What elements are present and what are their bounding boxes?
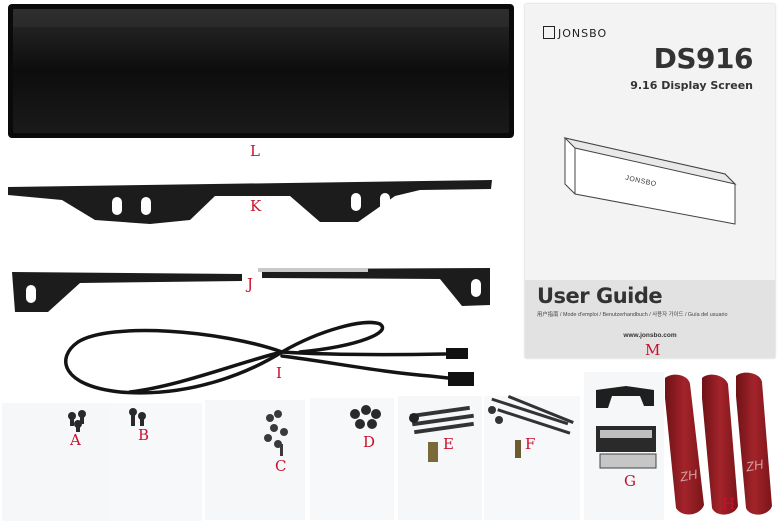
label-e: E	[443, 435, 454, 453]
model-title: DS916	[653, 42, 754, 75]
label-h: H	[722, 495, 736, 513]
label-k: K	[250, 197, 262, 215]
screws-c	[264, 410, 288, 456]
brand-mark-icon	[543, 26, 555, 39]
label-i: I	[276, 364, 282, 382]
label-a: A	[70, 431, 81, 449]
device-illustration	[563, 137, 737, 225]
label-c: C	[275, 457, 287, 475]
model-subtitle: 9.16 Display Screen	[630, 79, 753, 92]
bracket-j	[12, 268, 490, 312]
label-l: L	[250, 142, 260, 160]
screws-f	[488, 394, 574, 458]
guide-languages: 用户指南 / Mode d'emploi / Benutzerhandbuch …	[537, 312, 728, 318]
label-j: J	[247, 275, 254, 293]
label-g: G	[624, 472, 636, 490]
screws-b	[129, 408, 146, 426]
label-d: D	[363, 433, 376, 451]
display-panel	[8, 4, 514, 138]
website-url: www.jonsbo.com	[623, 332, 677, 339]
part-bags	[2, 372, 664, 521]
user-guide-manual: JONSBO DS916 9.16 Display Screen JONSBO …	[525, 4, 775, 358]
label-m: M	[645, 341, 661, 359]
clips-g	[596, 386, 657, 469]
cable-i	[64, 320, 474, 395]
guide-title: User Guide	[537, 284, 663, 308]
strip-mark-1: ZH	[678, 466, 699, 485]
guide-band	[525, 280, 775, 358]
screws-a	[68, 410, 86, 432]
bracket-k	[8, 180, 492, 224]
brand-logo: JONSBO	[543, 26, 607, 40]
standoffs-e	[409, 405, 474, 462]
adhesive-strips-h	[665, 372, 772, 515]
label-f: F	[525, 435, 536, 453]
strip-mark-2: ZH	[744, 456, 765, 475]
screws-d	[350, 405, 381, 429]
label-b: B	[138, 426, 150, 444]
